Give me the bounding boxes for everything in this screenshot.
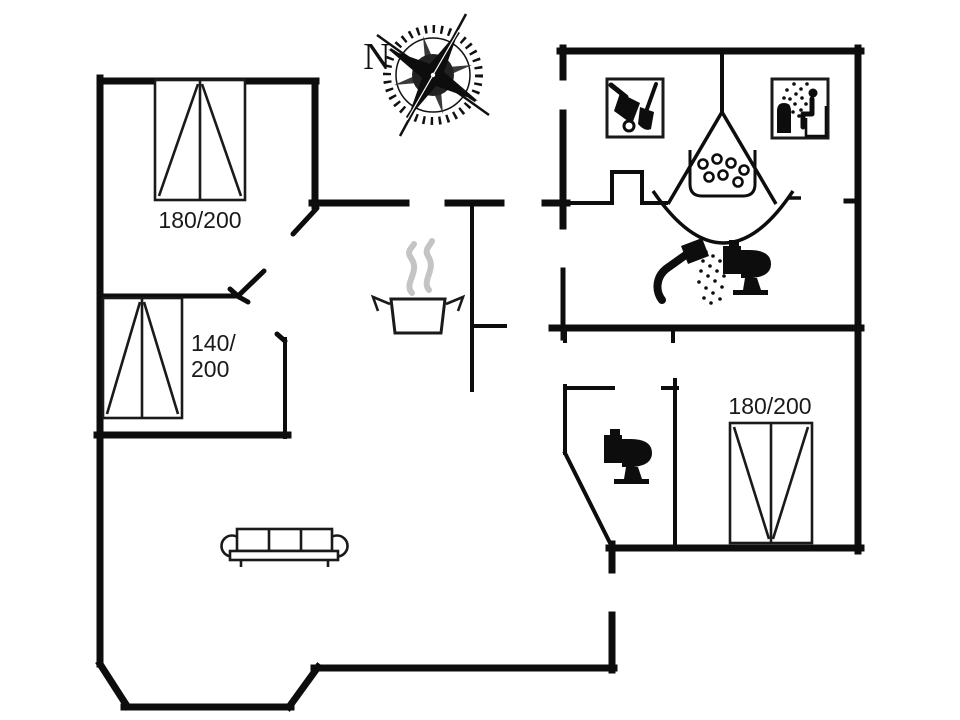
garden-tools-icon: [605, 77, 665, 139]
sauna-steam-dots: [782, 82, 809, 118]
bed-size-label: 140/: [191, 330, 236, 356]
cooking-pot-icon: [370, 294, 466, 335]
bed-size-label: 180/200: [158, 207, 241, 233]
sofa-icon: [220, 527, 349, 567]
whirlpool-bath-icon: [651, 111, 801, 245]
bed-icon-mid-left: [101, 296, 184, 420]
bed-icon-top-left: [153, 78, 247, 202]
exterior-walls: [93, 44, 865, 712]
compass-rose: [376, 13, 490, 137]
bed-size-label: 200: [191, 356, 229, 382]
compass-north-label: N: [363, 36, 390, 78]
door-swings: [227, 205, 320, 344]
bubble-dots: [697, 153, 750, 188]
bed-icon-bottom-right: [728, 421, 814, 545]
toilet-icon: [723, 240, 771, 295]
shower-icon: [653, 238, 726, 305]
steam-icon: [406, 238, 435, 296]
interior-walls: [97, 49, 861, 548]
bed-size-label: 180/200: [728, 393, 811, 419]
spray-dots: [697, 250, 726, 305]
toilet-icon: [604, 429, 652, 484]
sauna-icon: [770, 77, 830, 140]
